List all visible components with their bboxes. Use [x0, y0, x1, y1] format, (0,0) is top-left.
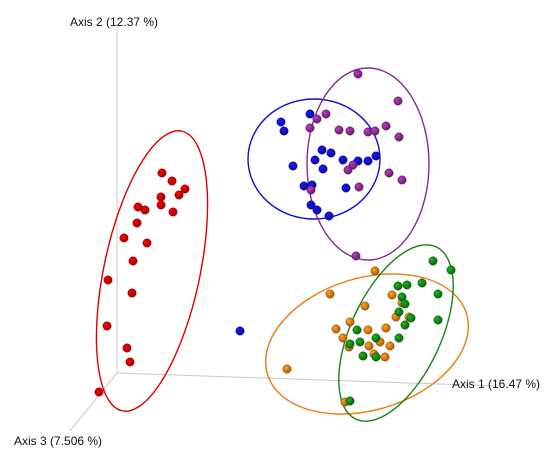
group-4-point	[345, 317, 355, 327]
group-4-point	[282, 364, 292, 374]
group-ellipses	[95, 67, 470, 422]
group-2-ellipse	[247, 98, 381, 220]
group-3-ellipse	[306, 67, 430, 261]
group-5-point	[433, 289, 443, 299]
group-3-point	[370, 126, 380, 136]
group-2-point	[235, 326, 245, 336]
group-5-point	[402, 280, 412, 290]
group-4-point	[385, 341, 395, 351]
group-1-point	[103, 275, 113, 285]
group-2-point	[338, 155, 348, 165]
group-2-point	[305, 109, 315, 119]
group-1-ellipse	[95, 130, 209, 412]
group-1-point	[156, 192, 166, 202]
data-points	[94, 69, 456, 407]
group-2-point	[310, 155, 320, 165]
group-5-point	[446, 265, 456, 275]
group-2-point	[276, 117, 286, 127]
group-3-point	[312, 114, 322, 124]
group-2-point	[318, 164, 328, 174]
group-5-point	[355, 337, 365, 347]
group-4-point	[338, 333, 348, 343]
group-1-point	[119, 233, 129, 243]
group-5-point	[433, 315, 443, 325]
group-2-point	[279, 126, 289, 136]
group-3-point	[306, 185, 316, 195]
group-5-point	[406, 313, 416, 323]
group-5-point	[358, 351, 368, 361]
group-5-point	[400, 320, 410, 330]
group-1-point	[174, 190, 184, 200]
group-2-point	[341, 183, 351, 193]
group-1-point	[180, 184, 190, 194]
group-5-ellipse	[338, 244, 454, 422]
group-3-point	[397, 175, 407, 185]
group-5-point	[345, 339, 355, 349]
group-3-point	[354, 182, 364, 192]
axes: Axis 2 (12.37 %) Axis 1 (16.47 %) Axis 3…	[14, 15, 540, 448]
group-3-point	[334, 125, 344, 135]
group-5-point	[345, 396, 355, 406]
axis-3-label: Axis 3 (7.506 %)	[14, 434, 102, 448]
group-1-point	[133, 202, 143, 212]
group-1-point	[142, 238, 152, 248]
group-1-point	[122, 343, 132, 353]
group-5-point	[417, 278, 427, 288]
group-5-point	[428, 256, 438, 266]
group-3-point	[353, 69, 363, 79]
group-1-point	[94, 387, 104, 397]
group-5-point	[394, 307, 404, 317]
group-4-point	[360, 301, 370, 311]
group-3-point	[343, 165, 353, 175]
group-4-point	[325, 289, 335, 299]
axis-2-label: Axis 2 (12.37 %)	[70, 15, 158, 29]
group-4-point	[364, 341, 374, 351]
group-4-point	[380, 352, 390, 362]
axis-3-line	[69, 372, 118, 432]
group-3-point	[393, 96, 403, 106]
group-2-point	[312, 205, 322, 215]
group-5-point	[394, 333, 404, 343]
group-1-point	[125, 357, 135, 367]
group-5-point	[352, 325, 362, 335]
group-2-point	[306, 200, 316, 210]
group-1-point	[156, 200, 166, 210]
group-5-point	[400, 299, 410, 309]
group-1-point	[128, 256, 138, 266]
group-2-point	[317, 145, 327, 155]
group-3-point	[384, 168, 394, 178]
group-1-point	[168, 207, 178, 217]
group-4-point	[331, 324, 341, 334]
group-4-point	[387, 290, 397, 300]
group-3-point	[381, 121, 391, 131]
group-5-point	[371, 352, 381, 362]
group-2-point	[326, 148, 336, 158]
group-2-point	[324, 211, 334, 221]
group-3-point	[345, 126, 355, 136]
group-4-point	[370, 266, 380, 276]
group-3-point	[305, 123, 315, 133]
group-2-point	[363, 156, 373, 166]
group-1-point	[157, 168, 167, 178]
group-5-point	[371, 333, 381, 343]
group-4-point	[381, 323, 391, 333]
group-2-point	[371, 151, 381, 161]
group-3-point	[351, 251, 361, 261]
group-2-point	[288, 161, 298, 171]
group-4-point	[363, 325, 373, 335]
group-1-point	[102, 321, 112, 331]
axis-1-label: Axis 1 (16.47 %)	[452, 377, 540, 391]
group-3-point	[394, 132, 404, 142]
group-1-point	[127, 288, 137, 298]
group-5-point	[393, 281, 403, 291]
group-1-point	[167, 176, 177, 186]
group-3-point	[321, 109, 331, 119]
group-4-ellipse	[264, 273, 470, 415]
axis-1-line	[116, 372, 498, 387]
group-1-point	[132, 218, 142, 228]
